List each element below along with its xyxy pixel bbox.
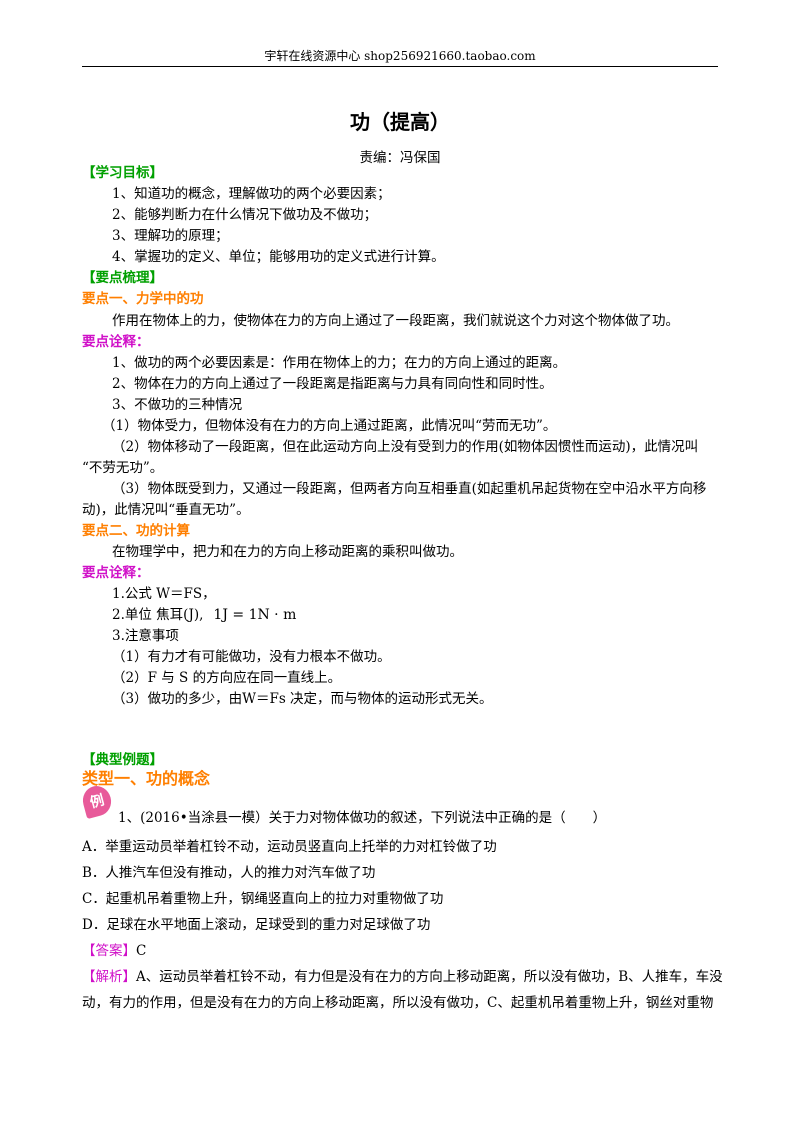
option-d: D．足球在水平地面上滚动，足球受到的重力对足球做了功 — [82, 917, 431, 933]
note-item: 动)，此情况叫“垂直无功”。 — [82, 502, 250, 518]
goal-item: 4、掌握功的定义、单位；能够用功的定义式进行计算。 — [112, 249, 445, 265]
page-header: 宇轩在线资源中心 shop256921660.taobao.com — [82, 48, 718, 67]
note-item: （2）物体移动了一段距离，但在此运动方向上没有受到力的作用(如物体因惯性而运动)… — [112, 439, 699, 455]
answer-label: 【答案】 — [82, 943, 136, 959]
point2-title: 要点二、功的计算 — [82, 523, 190, 539]
option-a: A．举重运动员举着杠铃不动，运动员竖直向上托举的力对杠铃做了功 — [82, 839, 497, 855]
caution-item: （3）做功的多少，由W＝Fs 决定，而与物体的运动形式无关。 — [112, 691, 493, 707]
analysis-line-2: 动，有力的作用，但是没有在力的方向上移动距离，所以没有做功，C、起重机吊着重物上… — [82, 995, 714, 1011]
note-item: （3）物体既受到力，又通过一段距离，但两者方向互相垂直(如起重机吊起货物在空中沿… — [112, 481, 707, 497]
goal-item: 2、能够判断力在什么情况下做功及不做功； — [112, 207, 378, 223]
option-b: B．人推汽车但没有推动，人的推力对汽车做了功 — [82, 865, 376, 881]
unit-text: 2.单位 焦耳(J), — [112, 607, 204, 623]
formula-line: 1.公式 W＝FS， — [112, 586, 216, 602]
doc-author: 责编：冯保国 — [359, 150, 441, 166]
point2-text: 在物理学中，把力和在力的方向上移动距离的乘积叫做功。 — [112, 544, 463, 560]
caution-item: （2）F 与 S 的方向应在同一直线上。 — [112, 670, 342, 686]
analysis-line: 【解析】A、运动员举着杠铃不动，有力但是没有在力的方向上移动距离，所以没有做功，… — [82, 968, 723, 986]
note-label: 要点诠释： — [82, 334, 150, 350]
point1-text: 作用在物体上的力，使物体在力的方向上通过了一段距离，我们就说这个力对这个物体做了… — [112, 313, 679, 329]
type1-title: 类型一、功的概念 — [82, 769, 211, 788]
note-item: 3、不做功的三种情况 — [112, 397, 243, 413]
analysis-text: A、运动员举着杠铃不动，有力但是没有在力的方向上移动距离，所以没有做功，B、人推… — [136, 969, 723, 985]
answer-value: C — [136, 943, 147, 959]
option-c: C．起重机吊着重物上升，钢绳竖直向上的拉力对重物做了功 — [82, 891, 444, 907]
section-key-points: 【要点梳理】 — [82, 270, 163, 286]
goal-item: 3、理解功的原理； — [112, 228, 229, 244]
unit-line: 2.单位 焦耳(J), 1J = 1N · m — [112, 606, 296, 624]
note-item: 2、物体在力的方向上通过了一段距离是指距离与力具有同向性和同时性。 — [112, 376, 553, 392]
unit-formula: 1J = 1N · m — [213, 607, 297, 623]
section-learning-goals: 【学习目标】 — [82, 165, 163, 181]
example-badge-icon: 例 — [79, 782, 115, 820]
question-1: 1、(2016•当涂县一模）关于力对物体做功的叙述，下列说法中正确的是（ ） — [118, 810, 607, 826]
caution-item: 3.注意事项 — [112, 628, 179, 644]
note-item: 1、做功的两个必要因素是：作用在物体上的力；在力的方向上通过的距离。 — [112, 355, 567, 371]
goal-item: 1、知道功的概念，理解做功的两个必要因素； — [112, 186, 391, 202]
note-label-2: 要点诠释： — [82, 565, 150, 581]
analysis-label: 【解析】 — [82, 969, 136, 985]
point1-title: 要点一、力学中的功 — [82, 291, 204, 307]
doc-title: 功（提高） — [350, 110, 450, 134]
note-item: （1）物体受力，但物体没有在力的方向上通过距离，此情况叫“劳而无功”。 — [102, 418, 557, 434]
section-examples: 【典型例题】 — [82, 752, 163, 768]
caution-item: （1）有力才有可能做功，没有力根本不做功。 — [112, 649, 391, 665]
answer-line: 【答案】C — [82, 942, 146, 960]
note-item: “不劳无功”。 — [82, 460, 164, 476]
